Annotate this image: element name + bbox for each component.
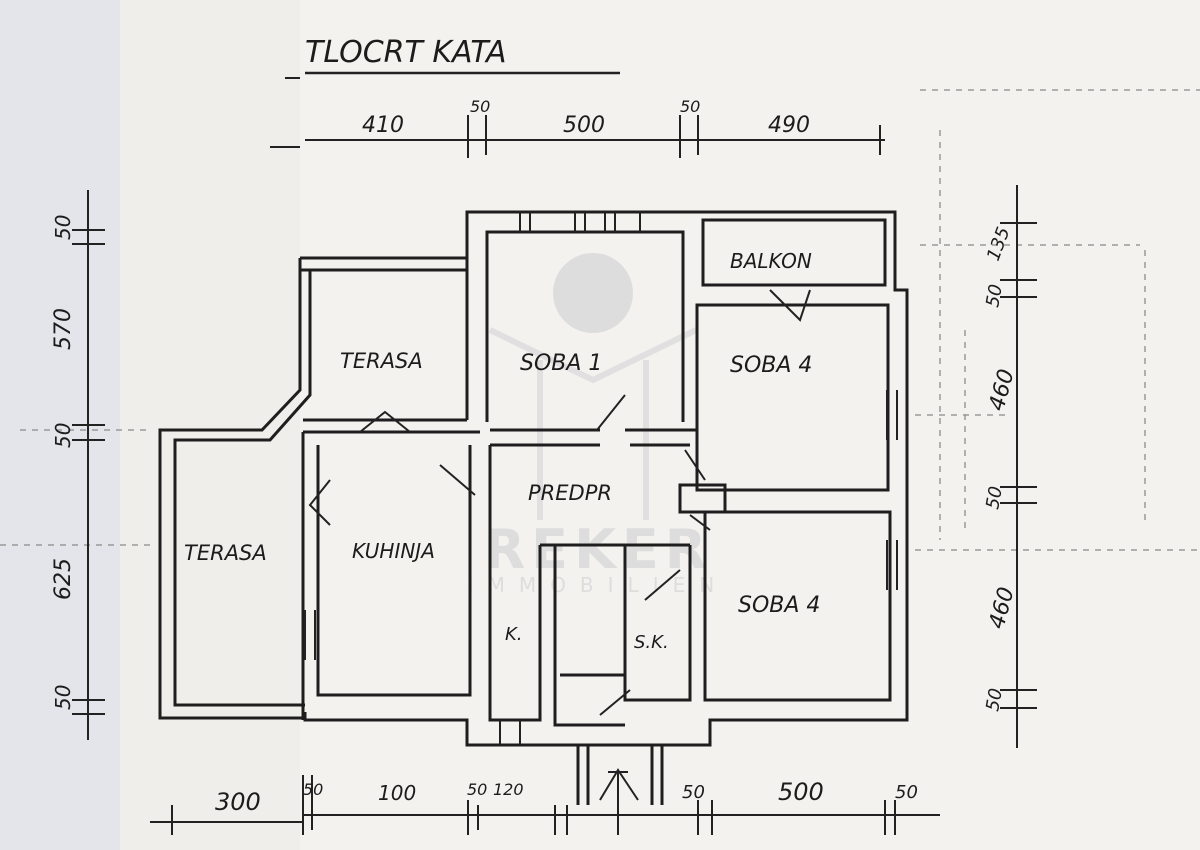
- room-label-sk: S.K.: [634, 632, 669, 653]
- dim-left-1: 570: [51, 308, 76, 350]
- watermark-text: REKER: [484, 518, 713, 581]
- room-label-soba-4-lower: SOBA 4: [738, 593, 820, 618]
- dim-top-0: 410: [362, 113, 404, 138]
- dim-bottom-0: 300: [215, 788, 261, 816]
- left-dimension-line: 50 570 50 625 50: [51, 190, 105, 740]
- room-label-k: K.: [505, 624, 523, 645]
- dim-right-0: 135: [983, 224, 1014, 263]
- room-labels: TERASA SOBA 1 BALKON SOBA 4 TERASA KUHIN…: [184, 249, 820, 653]
- paper-shade: [120, 0, 300, 850]
- dim-right-4: 460: [985, 585, 1020, 632]
- room-label-balkon: BALKON: [730, 249, 812, 273]
- plan-title: TLOCRT KATA: [305, 35, 507, 70]
- room-label-terasa-left: TERASA: [184, 541, 267, 565]
- walls: [158, 210, 909, 835]
- dim-right-1: 50: [982, 283, 1007, 309]
- dim-top-1: 50: [470, 97, 490, 116]
- room-label-predpr: PREDPR: [528, 481, 612, 505]
- bottom-dimension-line: 300 50 100 50 120 50 500 50: [150, 775, 940, 835]
- dim-bottom-4: 120: [493, 780, 524, 799]
- dim-right-5: 50: [982, 687, 1007, 713]
- top-dimension-line: 410 50 500 50 490: [270, 77, 885, 158]
- dim-left-3: 625: [51, 558, 76, 600]
- room-label-terasa-upper: TERASA: [340, 349, 423, 373]
- dim-right-2: 460: [985, 367, 1020, 414]
- dim-bottom-6: 500: [778, 778, 824, 806]
- background-dashes: [0, 89, 1200, 551]
- watermark-logo: REKER IMMOBILIEN: [468, 253, 714, 597]
- room-label-soba-1: SOBA 1: [520, 351, 602, 376]
- right-dimension-line: 135 50 460 50 460 50: [982, 185, 1037, 748]
- dim-right-3: 50: [982, 485, 1007, 511]
- dim-top-4: 490: [768, 113, 810, 138]
- dim-top-3: 50: [680, 97, 700, 116]
- dim-top-2: 500: [563, 113, 605, 138]
- dim-bottom-7: 50: [895, 782, 918, 803]
- dim-left-2: 50: [51, 423, 75, 448]
- dim-bottom-1: 50: [303, 780, 323, 799]
- room-label-kuhinja: KUHINJA: [352, 539, 435, 563]
- dim-bottom-3: 50: [467, 780, 487, 799]
- dim-left-0: 50: [51, 215, 75, 240]
- dim-bottom-2: 100: [378, 781, 416, 805]
- room-label-soba-4-upper: SOBA 4: [730, 353, 812, 378]
- dim-bottom-5: 50: [682, 782, 705, 803]
- dim-left-4: 50: [51, 685, 75, 710]
